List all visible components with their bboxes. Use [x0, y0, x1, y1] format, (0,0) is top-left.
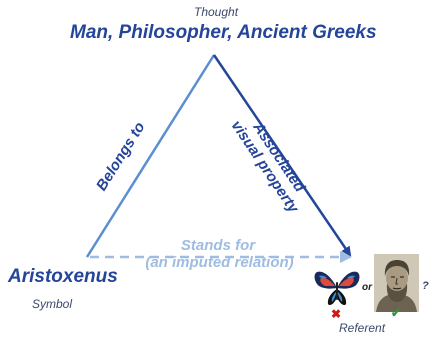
- stands-for-label: Stands for (an imputed relation): [128, 237, 308, 271]
- bust-portrait-icon: [374, 254, 419, 312]
- reject-mark-icon: ✖: [331, 307, 342, 321]
- thought-text: Man, Philosopher, Ancient Greeks: [70, 22, 377, 43]
- referent-label: Referent: [339, 321, 386, 335]
- stands-for-line2: (an imputed relation): [145, 254, 294, 271]
- symbol-label: Symbol: [32, 297, 73, 311]
- butterfly-icon: [313, 270, 361, 308]
- edge-associated-visual-property: [212, 54, 352, 257]
- edge-belongs-to: [85, 54, 216, 258]
- question-mark: ?: [422, 280, 429, 292]
- thought-label: Thought: [194, 5, 239, 19]
- symbol-text: Aristoxenus: [8, 266, 118, 287]
- or-connector: or: [362, 282, 372, 293]
- accept-mark-icon: ✔: [391, 306, 402, 320]
- edge-stands-for-arrowhead: [340, 251, 352, 263]
- stands-for-line1: Stands for: [180, 237, 256, 254]
